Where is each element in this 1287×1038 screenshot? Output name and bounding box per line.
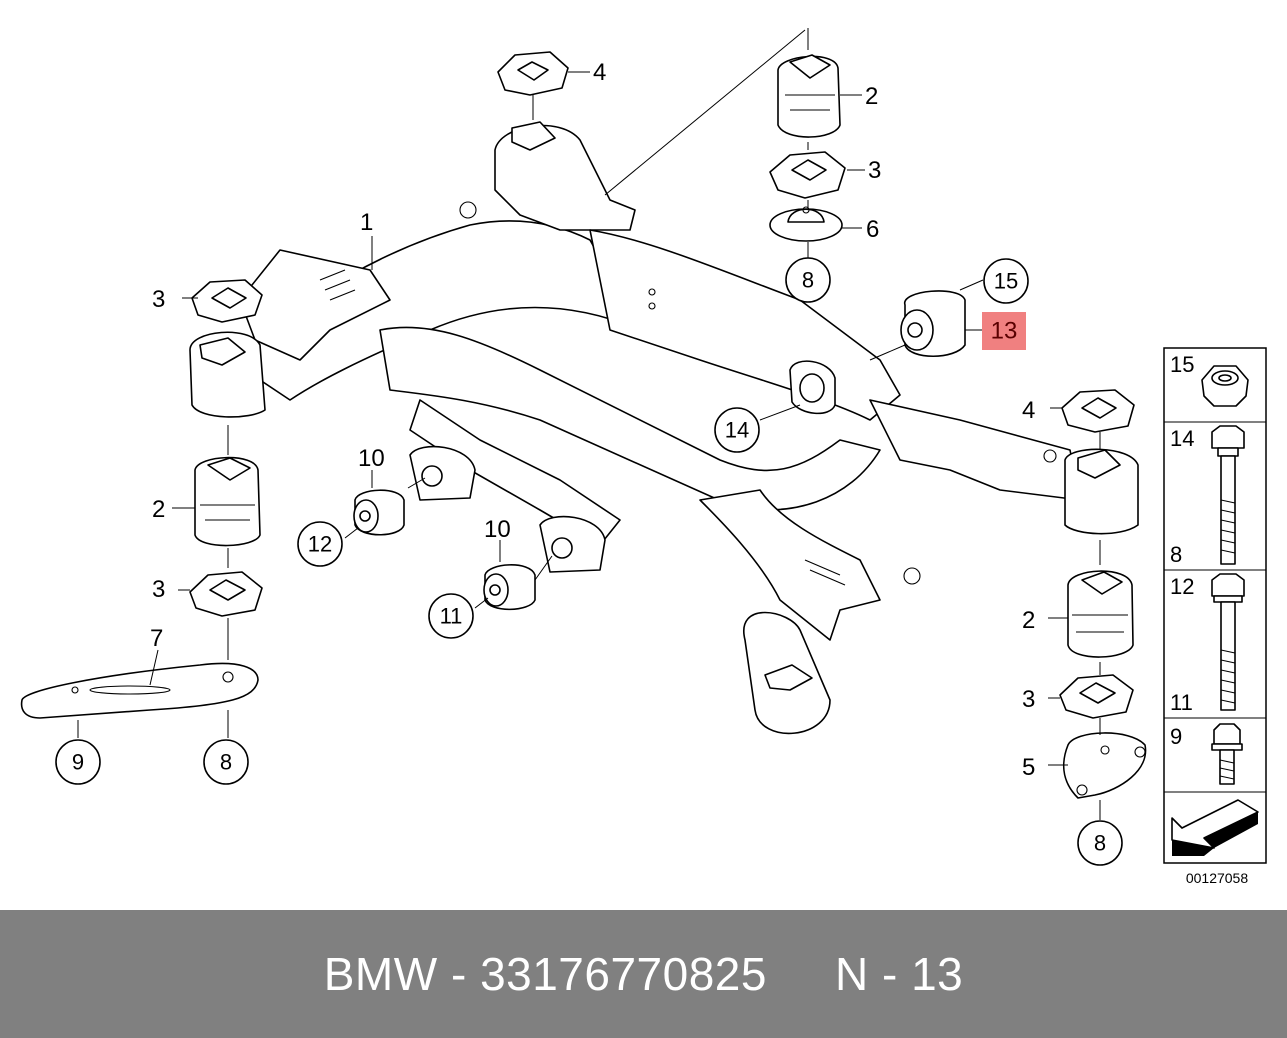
svg-text:15: 15 [994,269,1018,294]
circled-callouts: 8 15 13 14 12 11 9 8 [55,257,1123,866]
callout-8-top: 8 [785,257,831,303]
svg-text:13: 13 [991,318,1018,345]
brand-name: BMW [323,948,438,1000]
bushing-14 [789,360,836,415]
top-rubber-mount-2 [777,54,841,138]
legend-15: 15 [1170,352,1194,377]
label-5: 5 [1022,754,1035,781]
callout-8-left: 8 [203,739,249,785]
svg-text:14: 14 [725,418,749,443]
direction-arrow-icon [1171,799,1259,856]
callout-labels: 1 4 2 3 6 3 2 3 7 10 10 4 2 3 5 [150,59,1035,781]
subframe-parts-diagram: 1 4 2 3 6 3 2 3 7 10 10 4 2 3 5 8 15 13 [20,28,1267,886]
callout-13-highlighted: 13 [982,312,1026,350]
top-washer-4 [497,51,569,96]
svg-text:8: 8 [802,268,814,293]
callout-12: 12 [297,521,343,567]
long-bolt-icon [1211,425,1245,565]
left-washer-3-top [191,279,263,323]
bushing-11 [483,564,536,611]
label-2-top: 2 [865,83,878,110]
legend-14: 14 [1170,426,1194,451]
document-number: 00127058 [1186,870,1249,886]
nut-icon [1201,365,1249,407]
label-3-top: 3 [868,157,881,184]
svg-text:11: 11 [440,604,463,629]
separator: - [437,948,481,1000]
callout-8-right: 8 [1077,820,1123,866]
short-bolt-icon [1211,723,1243,785]
label-4-top: 4 [593,59,606,86]
right-rubber-mount-2 [1067,570,1134,658]
svg-text:8: 8 [1094,831,1106,856]
medium-bolt-icon [1211,573,1245,711]
position-label: N - 13 [834,948,964,1000]
label-2-right: 2 [1022,607,1035,634]
callout-11: 11 [428,593,474,639]
bracket-10-b [539,515,606,573]
right-washer-4 [1061,389,1135,433]
top-washer-3 [769,151,846,199]
legend-8: 8 [1170,542,1182,567]
legend-12: 12 [1170,574,1194,599]
svg-text:12: 12 [308,532,332,557]
right-plate-5 [1062,732,1147,799]
part-number: 33176770825 [480,948,767,1000]
fastener-legend: 15 14 8 12 11 9 [1163,347,1267,864]
label-3-right: 3 [1022,686,1035,713]
label-10-a: 10 [358,445,385,472]
svg-text:9: 9 [72,750,84,775]
legend-9: 9 [1170,724,1182,749]
rear-subframe [189,124,1139,735]
mount-cup-details [199,121,1121,691]
top-plate-6 [769,206,843,242]
label-4-right: 4 [1022,397,1035,424]
label-7: 7 [150,625,163,652]
left-plate-7 [20,662,259,719]
left-washer-3-bottom [189,571,263,617]
right-washer-3 [1059,674,1134,719]
label-3-left-bottom: 3 [152,576,165,603]
svg-text:8: 8 [220,750,232,775]
callout-15: 15 [983,258,1029,304]
callout-14: 14 [714,407,760,453]
label-1: 1 [360,209,373,236]
label-2-left: 2 [152,496,165,523]
label-3-left-top: 3 [152,286,165,313]
label-6: 6 [866,216,879,243]
left-rubber-mount-2 [194,456,261,547]
label-10-b: 10 [484,516,511,543]
bushing-13 [900,290,966,357]
bracket-10-a [409,445,476,501]
callout-9: 9 [55,739,101,785]
legend-11: 11 [1170,690,1193,715]
part-info-banner: BMW - 33176770825 N - 13 [0,910,1287,1038]
bushing-12 [353,489,405,536]
